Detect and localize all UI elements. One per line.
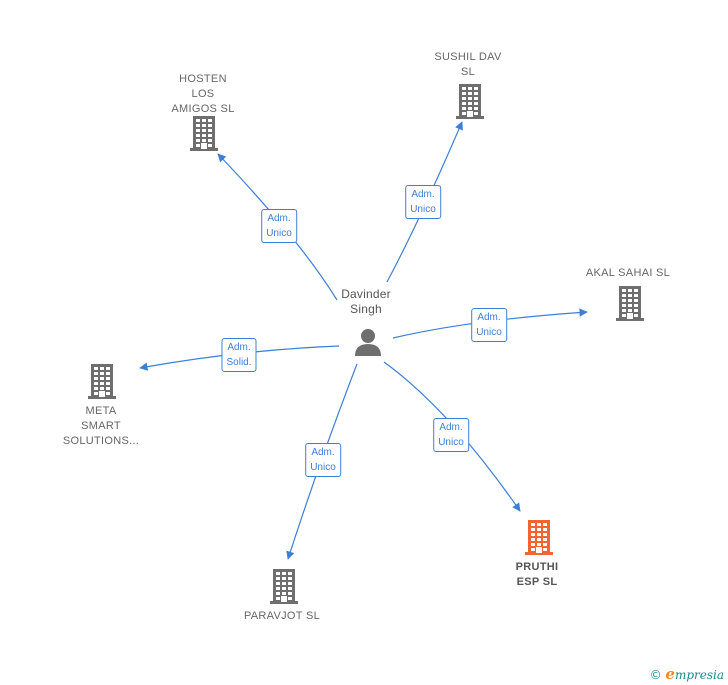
- company-label-paravjot[interactable]: PARAVJOT SL: [243, 610, 321, 622]
- company-label-pruthi[interactable]: PRUTHI ESP SL: [515, 561, 559, 588]
- company-label-hosten[interactable]: HOSTEN LOS AMIGOS SL: [171, 73, 235, 115]
- person-icon[interactable]: [353, 327, 383, 362]
- brand-logo: empresia: [665, 665, 724, 683]
- building-icon[interactable]: [87, 363, 117, 404]
- copyright-symbol: ©: [649, 668, 662, 682]
- building-icon[interactable]: [189, 115, 219, 156]
- edge-label-paravjot[interactable]: Adm. Unico: [305, 443, 341, 477]
- company-label-meta[interactable]: META SMART SOLUTIONS...: [62, 405, 140, 447]
- copyright-notice: © empresia: [650, 665, 724, 683]
- building-icon[interactable]: [269, 568, 299, 609]
- building-icon[interactable]: [455, 83, 485, 124]
- edge-label-sushil[interactable]: Adm. Unico: [405, 185, 441, 219]
- company-label-sushil[interactable]: SUSHIL DAV SL: [434, 51, 502, 78]
- building-icon[interactable]: [524, 519, 554, 560]
- person-name[interactable]: Davinder Singh: [341, 287, 391, 316]
- edge-label-hosten[interactable]: Adm. Unico: [261, 209, 297, 243]
- company-label-akal[interactable]: AKAL SAHAI SL: [585, 267, 671, 279]
- edge-label-pruthi[interactable]: Adm. Unico: [433, 418, 469, 452]
- building-icon[interactable]: [615, 285, 645, 326]
- edge-label-akal[interactable]: Adm. Unico: [471, 308, 507, 342]
- edge-label-meta[interactable]: Adm. Solid.: [221, 338, 257, 372]
